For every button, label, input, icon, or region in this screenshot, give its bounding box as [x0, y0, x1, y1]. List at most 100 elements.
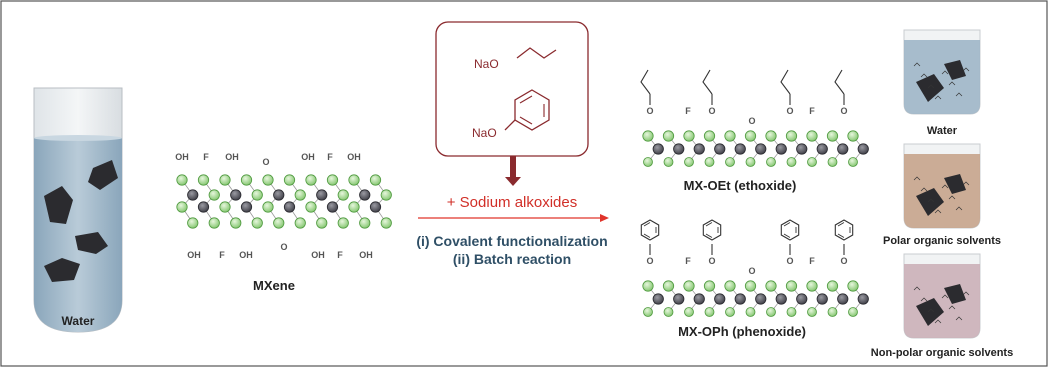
surface-group-top: OH: [301, 152, 315, 162]
arrow-reagent-label: + Sodium alkoxides: [447, 194, 578, 211]
outer-atom: [642, 130, 654, 142]
outer-atom: [316, 217, 328, 229]
outer-atom: [786, 157, 797, 167]
outer-atom: [294, 189, 306, 201]
outer-atom: [283, 174, 296, 186]
step2-label: (ii) Batch reaction: [453, 251, 571, 267]
phenoxide-structure: [504, 89, 550, 131]
surface-group-bottom: OH: [311, 250, 325, 260]
outer-atom: [369, 174, 382, 186]
outer-atom: [785, 130, 798, 142]
metal-atom: [240, 201, 253, 213]
outer-atom: [208, 189, 220, 201]
metal-atom: [714, 143, 726, 155]
phenyl-ring: [834, 219, 854, 241]
surface-group-top: OH: [225, 152, 239, 162]
surface-group: F: [685, 106, 691, 116]
nonpolar-label: Non-polar organic solvents: [871, 347, 1013, 359]
outer-atom: [262, 174, 274, 186]
outer-atom: [197, 174, 210, 186]
outer-atom: [219, 174, 231, 186]
outer-atom: [251, 217, 263, 229]
surface-group: O: [708, 106, 715, 116]
outer-atom: [663, 307, 674, 317]
outer-atom: [187, 217, 199, 229]
outer-atom: [826, 130, 839, 142]
metal-atom: [734, 293, 746, 305]
mxene-flake: [44, 258, 80, 282]
metal-atom: [693, 143, 705, 155]
surface-group-top: F: [203, 152, 209, 162]
outer-atom: [684, 307, 694, 317]
surface-group: O: [786, 106, 793, 116]
phenyl-ring: [702, 219, 722, 241]
surface-group: O: [748, 266, 755, 276]
metal-atom: [796, 143, 808, 155]
reaction-arrow-head: [600, 214, 609, 222]
surface-group-bottom: O: [280, 242, 287, 252]
functionalized-flake: [916, 188, 944, 216]
step1-label: (i) Covalent functionalization: [416, 233, 607, 249]
outer-atom: [703, 280, 716, 292]
surface-group: O: [708, 256, 715, 266]
surface-group-top: OH: [175, 152, 189, 162]
outer-atom: [806, 280, 818, 292]
outer-atom: [262, 201, 274, 213]
outer-atom: [684, 157, 694, 167]
metal-atom: [197, 201, 210, 213]
outer-atom: [230, 217, 242, 229]
mxene-label: MXene: [253, 278, 295, 293]
metal-atom: [359, 189, 371, 201]
outer-atom: [294, 217, 306, 229]
nonpolar-beaker: [903, 253, 981, 339]
metal-atom: [673, 293, 685, 305]
outer-atom: [251, 189, 263, 201]
outer-atom: [176, 174, 188, 186]
outer-atom: [724, 130, 736, 142]
water-tube-left: [33, 87, 123, 333]
outer-atom: [745, 157, 756, 167]
surface-group: O: [646, 106, 653, 116]
reagent-arrow-head: [505, 177, 521, 186]
metal-atom: [369, 201, 382, 213]
functionalized-flake: [944, 60, 966, 80]
outer-atom: [766, 157, 776, 167]
outer-atom: [725, 157, 735, 167]
water-beaker: [903, 29, 981, 115]
surface-group: O: [748, 116, 755, 126]
metal-atom: [775, 293, 787, 305]
water-left-label: Water: [62, 314, 95, 328]
surface-group-top: O: [262, 157, 269, 167]
surface-group-top: F: [327, 152, 333, 162]
outer-atom: [642, 280, 654, 292]
outer-atom: [744, 280, 757, 292]
ethyl-chain: [702, 69, 713, 95]
functionalized-flake: [916, 74, 944, 102]
phenoxide-label: MX-OPh (phenoxide): [678, 324, 806, 339]
phenyl-ring: [780, 219, 800, 241]
outer-atom: [240, 174, 253, 186]
polar-beaker: [903, 143, 981, 229]
outer-atom: [827, 157, 838, 167]
outer-atom: [703, 130, 716, 142]
ethoxide-label: MX-OEt (ethoxide): [684, 178, 797, 193]
metal-atom: [714, 293, 726, 305]
outer-atom: [848, 307, 858, 317]
solvent-beakers: [903, 29, 981, 339]
functionalized-flake: [944, 284, 966, 304]
outer-atom: [380, 217, 392, 229]
surface-group: O: [840, 256, 847, 266]
phenyl-ring: [640, 219, 660, 241]
outer-atom: [683, 130, 695, 142]
outer-atom: [826, 280, 839, 292]
outer-atom: [663, 157, 674, 167]
outer-atom: [273, 217, 285, 229]
surface-group-bottom: OH: [359, 250, 373, 260]
outer-atom: [724, 280, 736, 292]
surface-group-top: OH: [347, 152, 361, 162]
